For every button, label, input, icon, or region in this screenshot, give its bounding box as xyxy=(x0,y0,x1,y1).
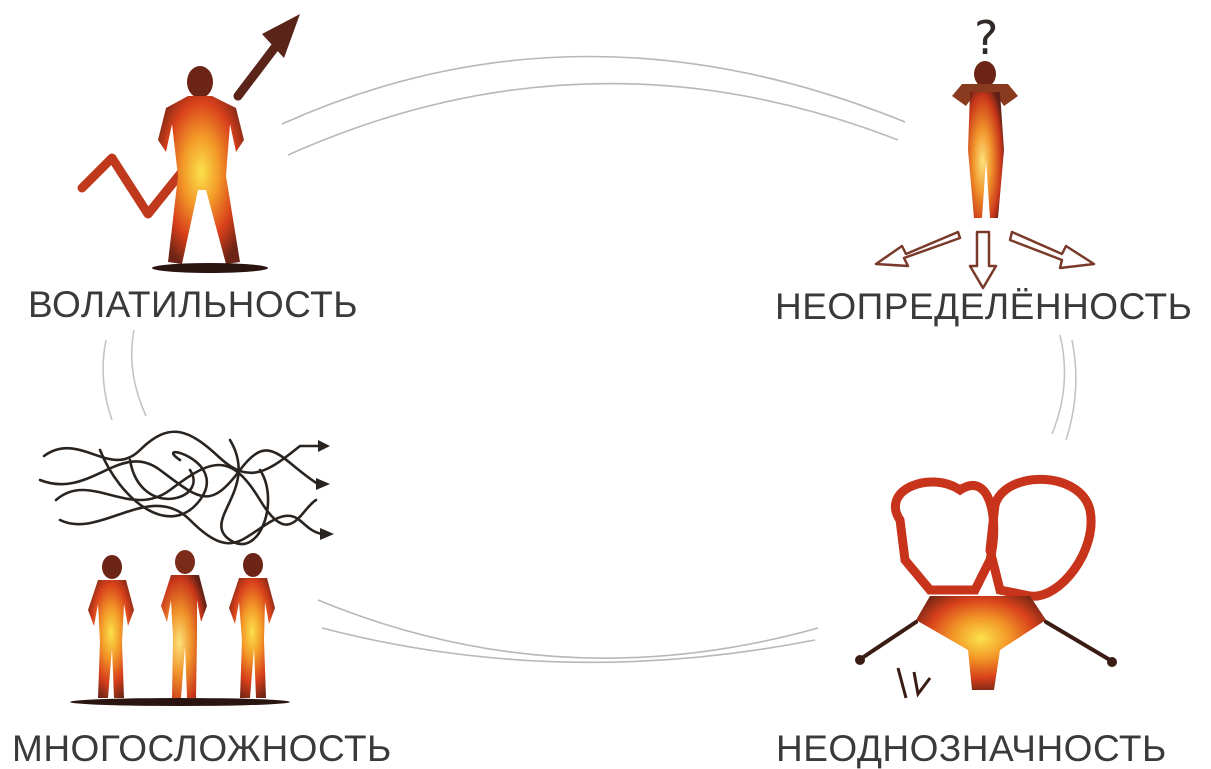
connector-top xyxy=(282,56,905,155)
question-mark-icon: ? xyxy=(974,11,998,65)
three-figures-icon xyxy=(70,550,290,706)
ambiguity-icon xyxy=(855,479,1117,698)
confused-figure-icon xyxy=(952,61,1018,218)
connector-bottom xyxy=(318,600,818,662)
volatility-icon xyxy=(82,14,300,273)
uncertainty-icon: ? xyxy=(876,11,1094,288)
complexity-icon xyxy=(40,432,334,706)
ambiguity-label: НЕОДНОЗНАЧНОСТЬ xyxy=(776,730,1167,767)
volatility-label: ВОЛАТИЛЬНОСТЬ xyxy=(28,286,358,323)
connector-right xyxy=(1052,335,1076,440)
tangled-lines-icon xyxy=(40,432,322,544)
connector-left xyxy=(103,330,146,420)
standing-figure-icon xyxy=(152,66,268,273)
two-headed-figure-icon xyxy=(855,479,1117,698)
uncertainty-label: НЕОПРЕДЕЛЁННОСТЬ xyxy=(775,288,1192,325)
three-arrows-icon xyxy=(876,232,1094,288)
complexity-label: МНОГОСЛОЖНОСТЬ xyxy=(12,730,392,767)
